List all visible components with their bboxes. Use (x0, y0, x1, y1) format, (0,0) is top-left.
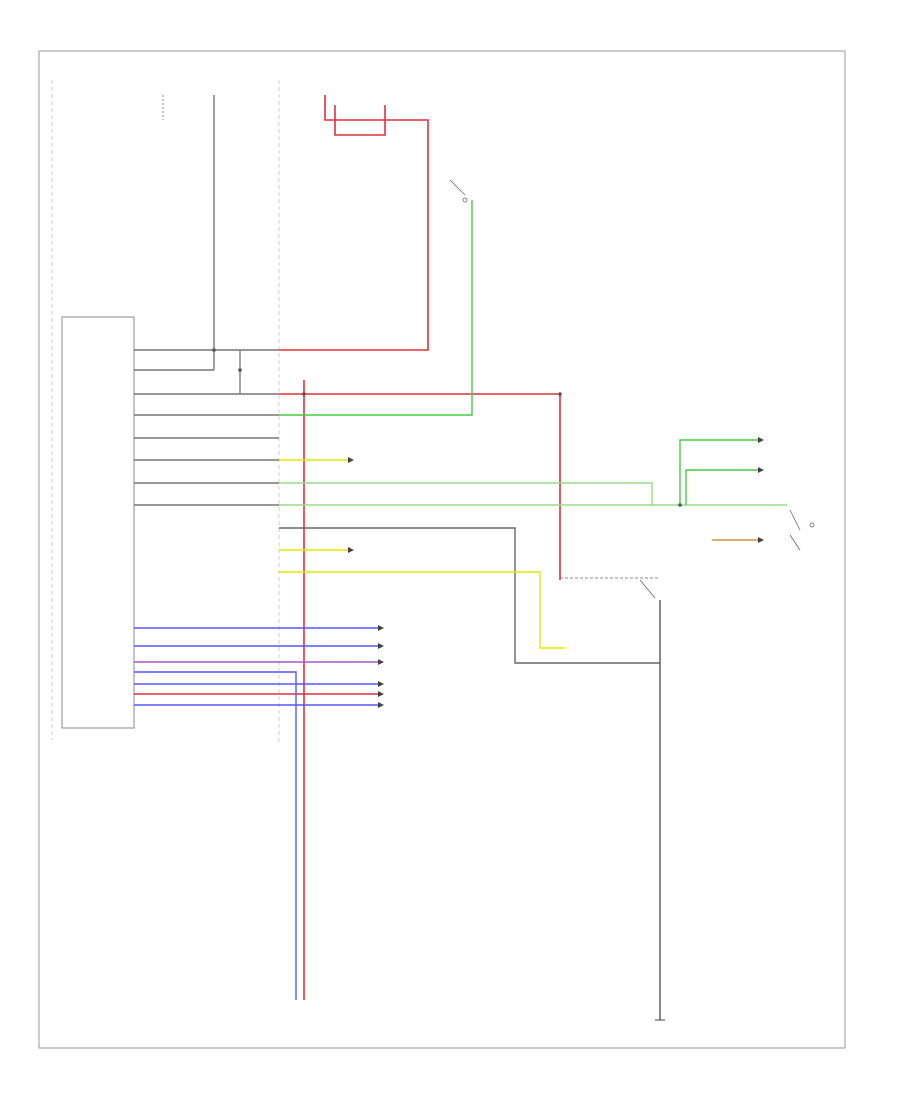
switch-mid (560, 577, 660, 599)
yellow-wire-3 (279, 571, 565, 649)
lower-bundle (134, 627, 380, 1000)
switch-right (789, 509, 815, 551)
green-wire-2 (279, 482, 653, 505)
switch-top (449, 179, 468, 203)
splice-points (212, 348, 682, 507)
red-main-wire (279, 393, 561, 580)
red-fuse-loop (334, 105, 386, 136)
red-power-wire (279, 95, 429, 351)
diagram-frame (38, 50, 846, 1049)
green-wire-5 (685, 469, 760, 505)
bundle-arrows (348, 437, 764, 708)
green-wire (279, 200, 473, 416)
green-wire-4 (679, 439, 760, 505)
module-wires-gray (134, 349, 279, 506)
dark-lower-wire (279, 527, 660, 664)
control-module-box (61, 316, 135, 729)
